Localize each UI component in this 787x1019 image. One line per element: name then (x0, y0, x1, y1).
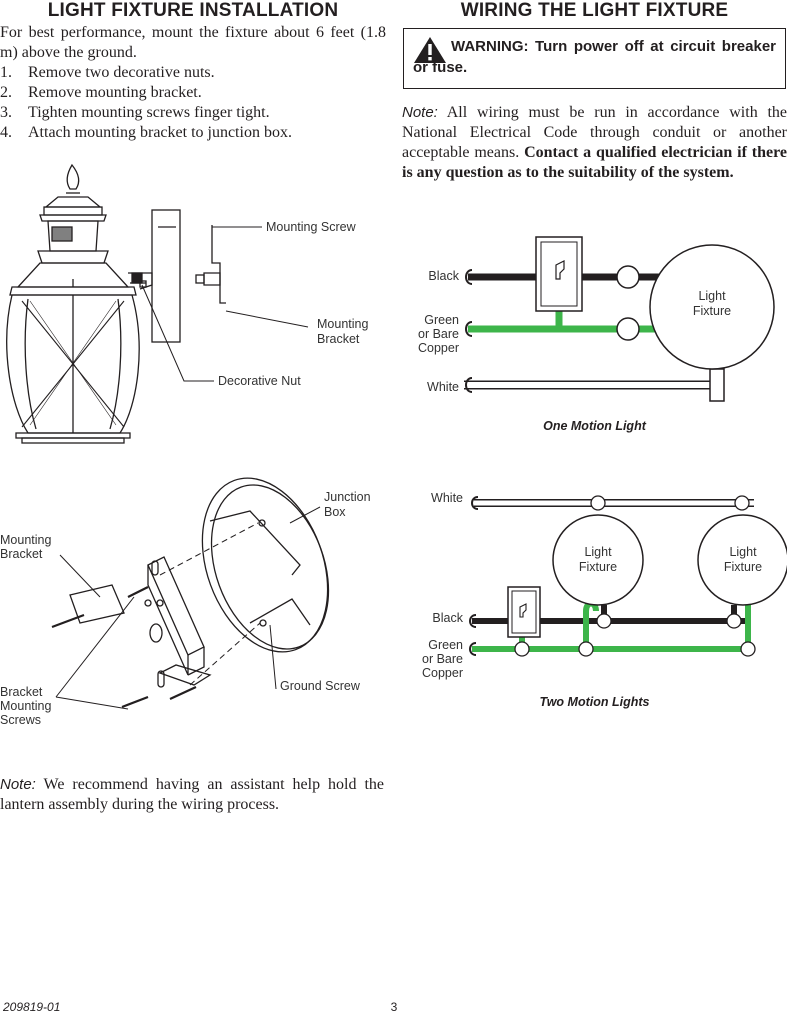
label-junction-box-1: Junction (324, 490, 371, 504)
lantern-mounting-figure (6, 163, 309, 444)
two-label-white: White (431, 491, 463, 505)
light-fixture-icon (552, 514, 644, 606)
one-label-green-3: Copper (418, 341, 459, 355)
finial-icon (66, 163, 80, 190)
two-lights-caption: Two Motion Lights (539, 695, 650, 709)
label-fig2-mounting-1: Mounting (0, 533, 52, 547)
label-screws-1: Bracket (0, 685, 43, 699)
section-heading-installation: LIGHT FIXTURE INSTALLATION (47, 0, 339, 21)
two-fixture-b-label-2: Fixture (723, 560, 763, 574)
two-label-black: Black (432, 611, 463, 625)
step-item: 3.Tighten mounting screws finger tight. (0, 104, 270, 121)
label-fig2-mounting-2: Bracket (0, 547, 43, 561)
two-label-green-2: or Bare (422, 652, 463, 666)
two-label-green-1: Green (428, 638, 463, 652)
wire-nut-green (616, 317, 640, 341)
label-screws-2: Mounting (0, 699, 52, 713)
installation-steps: 1.Remove two decorative nuts. 2.Remove m… (0, 63, 386, 143)
one-label-green-1: Green (424, 313, 459, 327)
two-fixture-a-label-1: Light (584, 545, 612, 559)
two-fixture-a-label-2: Fixture (578, 560, 618, 574)
one-fixture-label-2: Fixture (692, 304, 732, 318)
wire-nut-black (616, 265, 640, 289)
one-fixture-label-1: Light (698, 289, 726, 303)
bracket-junction-figure (51, 477, 330, 710)
label-mounting-bracket-1: Mounting (317, 317, 369, 331)
light-fixture-icon (649, 244, 775, 370)
assistant-note: Note: We recommend having an assistant h… (0, 776, 384, 813)
section-heading-wiring: WIRING THE LIGHT FIXTURE (460, 0, 729, 21)
warning-box: WARNING: Turn power off at circuit break… (403, 28, 786, 89)
label-screws-3: Screws (0, 713, 41, 727)
one-label-black: Black (428, 269, 459, 283)
label-ground-screw: Ground Screw (280, 679, 360, 693)
one-light-caption: One Motion Light (543, 419, 646, 433)
warning-triangle-icon (413, 36, 447, 69)
two-fixture-b-label-1: Light (729, 545, 757, 559)
step-item: 2.Remove mounting bracket. (0, 84, 202, 101)
warning-text: WARNING: Turn power off at circuit break… (413, 38, 776, 76)
motion-sensor-icon (51, 226, 73, 242)
label-decorative-nut: Decorative Nut (218, 374, 301, 388)
two-label-green-3: Copper (422, 666, 463, 680)
label-mounting-bracket-2: Bracket (317, 332, 360, 346)
step-item: 4.Attach mounting bracket to junction bo… (0, 124, 292, 141)
page-number: 3 (390, 1000, 398, 1014)
one-label-green-2: or Bare (418, 327, 459, 341)
model-number: 209819-01 (3, 1000, 61, 1014)
two-light-wiring-diagram (469, 495, 787, 657)
one-light-wiring-diagram (464, 236, 775, 402)
one-label-white: White (427, 380, 459, 394)
label-mounting-screw: Mounting Screw (266, 220, 356, 234)
step-item: 1.Remove two decorative nuts. (0, 64, 215, 81)
intro-paragraph: For best performance, mount the fixture … (0, 24, 386, 61)
wiring-note: Note: All wiring must be run in accordan… (402, 104, 787, 181)
light-fixture-icon (697, 514, 787, 606)
label-junction-box-2: Box (324, 505, 346, 519)
